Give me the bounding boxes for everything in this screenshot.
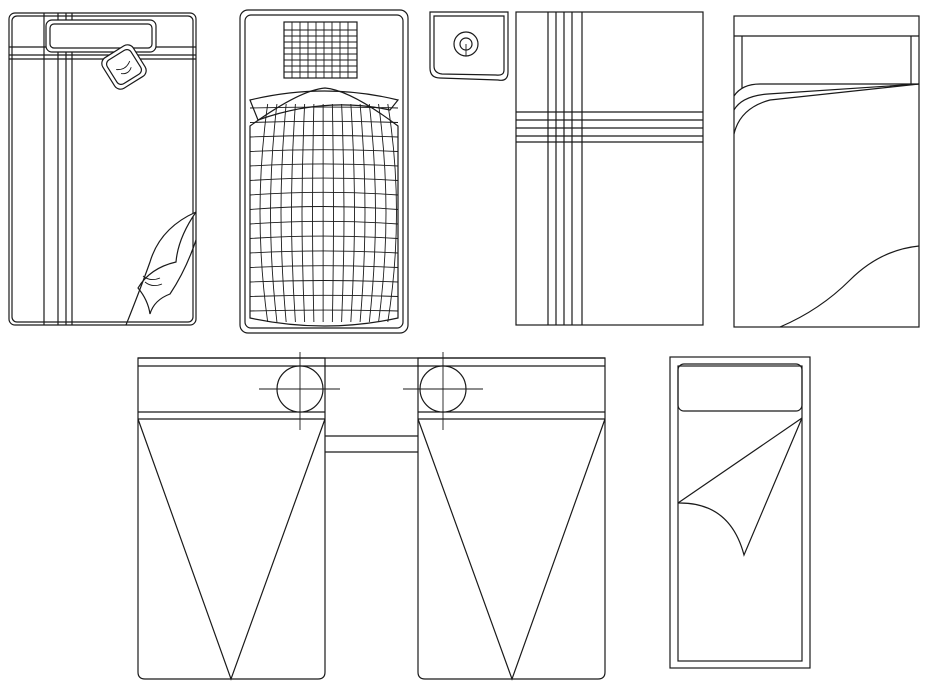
checker-line: [249, 235, 399, 239]
checker-line: [301, 103, 306, 323]
checker-line: [291, 103, 296, 323]
checker-line: [249, 280, 399, 283]
checker-line: [259, 103, 269, 323]
checker-line: [280, 103, 287, 323]
checker-line: [249, 220, 399, 225]
checker-line: [249, 135, 399, 138]
checker-line: [249, 149, 399, 152]
single-bed-corner-fold: [669, 356, 811, 669]
checker-line: [249, 106, 399, 109]
checker-line: [270, 103, 278, 323]
checker-line: [341, 103, 345, 323]
checker-line: [249, 163, 399, 167]
single-bed-checkered: [239, 9, 409, 334]
checker-line: [312, 103, 315, 323]
checker-line: [387, 103, 397, 323]
checker-line: [249, 120, 399, 123]
single-bed-striped-pillow: [8, 12, 197, 326]
checker-line: [350, 103, 355, 323]
checker-line: [249, 191, 399, 196]
checker-line: [249, 265, 399, 268]
checker-line: [368, 103, 376, 323]
checker-line: [249, 294, 399, 297]
checker-line: [249, 309, 399, 312]
single-bed-folded-sheet: [733, 15, 920, 328]
checker-line: [378, 103, 387, 323]
checker-line: [359, 103, 366, 323]
single-bed-plaid: [515, 11, 704, 326]
twin-beds-nightstand: [137, 352, 606, 681]
checker-line: [249, 206, 399, 210]
checker-line: [249, 177, 399, 181]
checker-line: [249, 250, 399, 254]
checker-line: [331, 103, 334, 323]
nightstand-lamp: [429, 11, 509, 81]
